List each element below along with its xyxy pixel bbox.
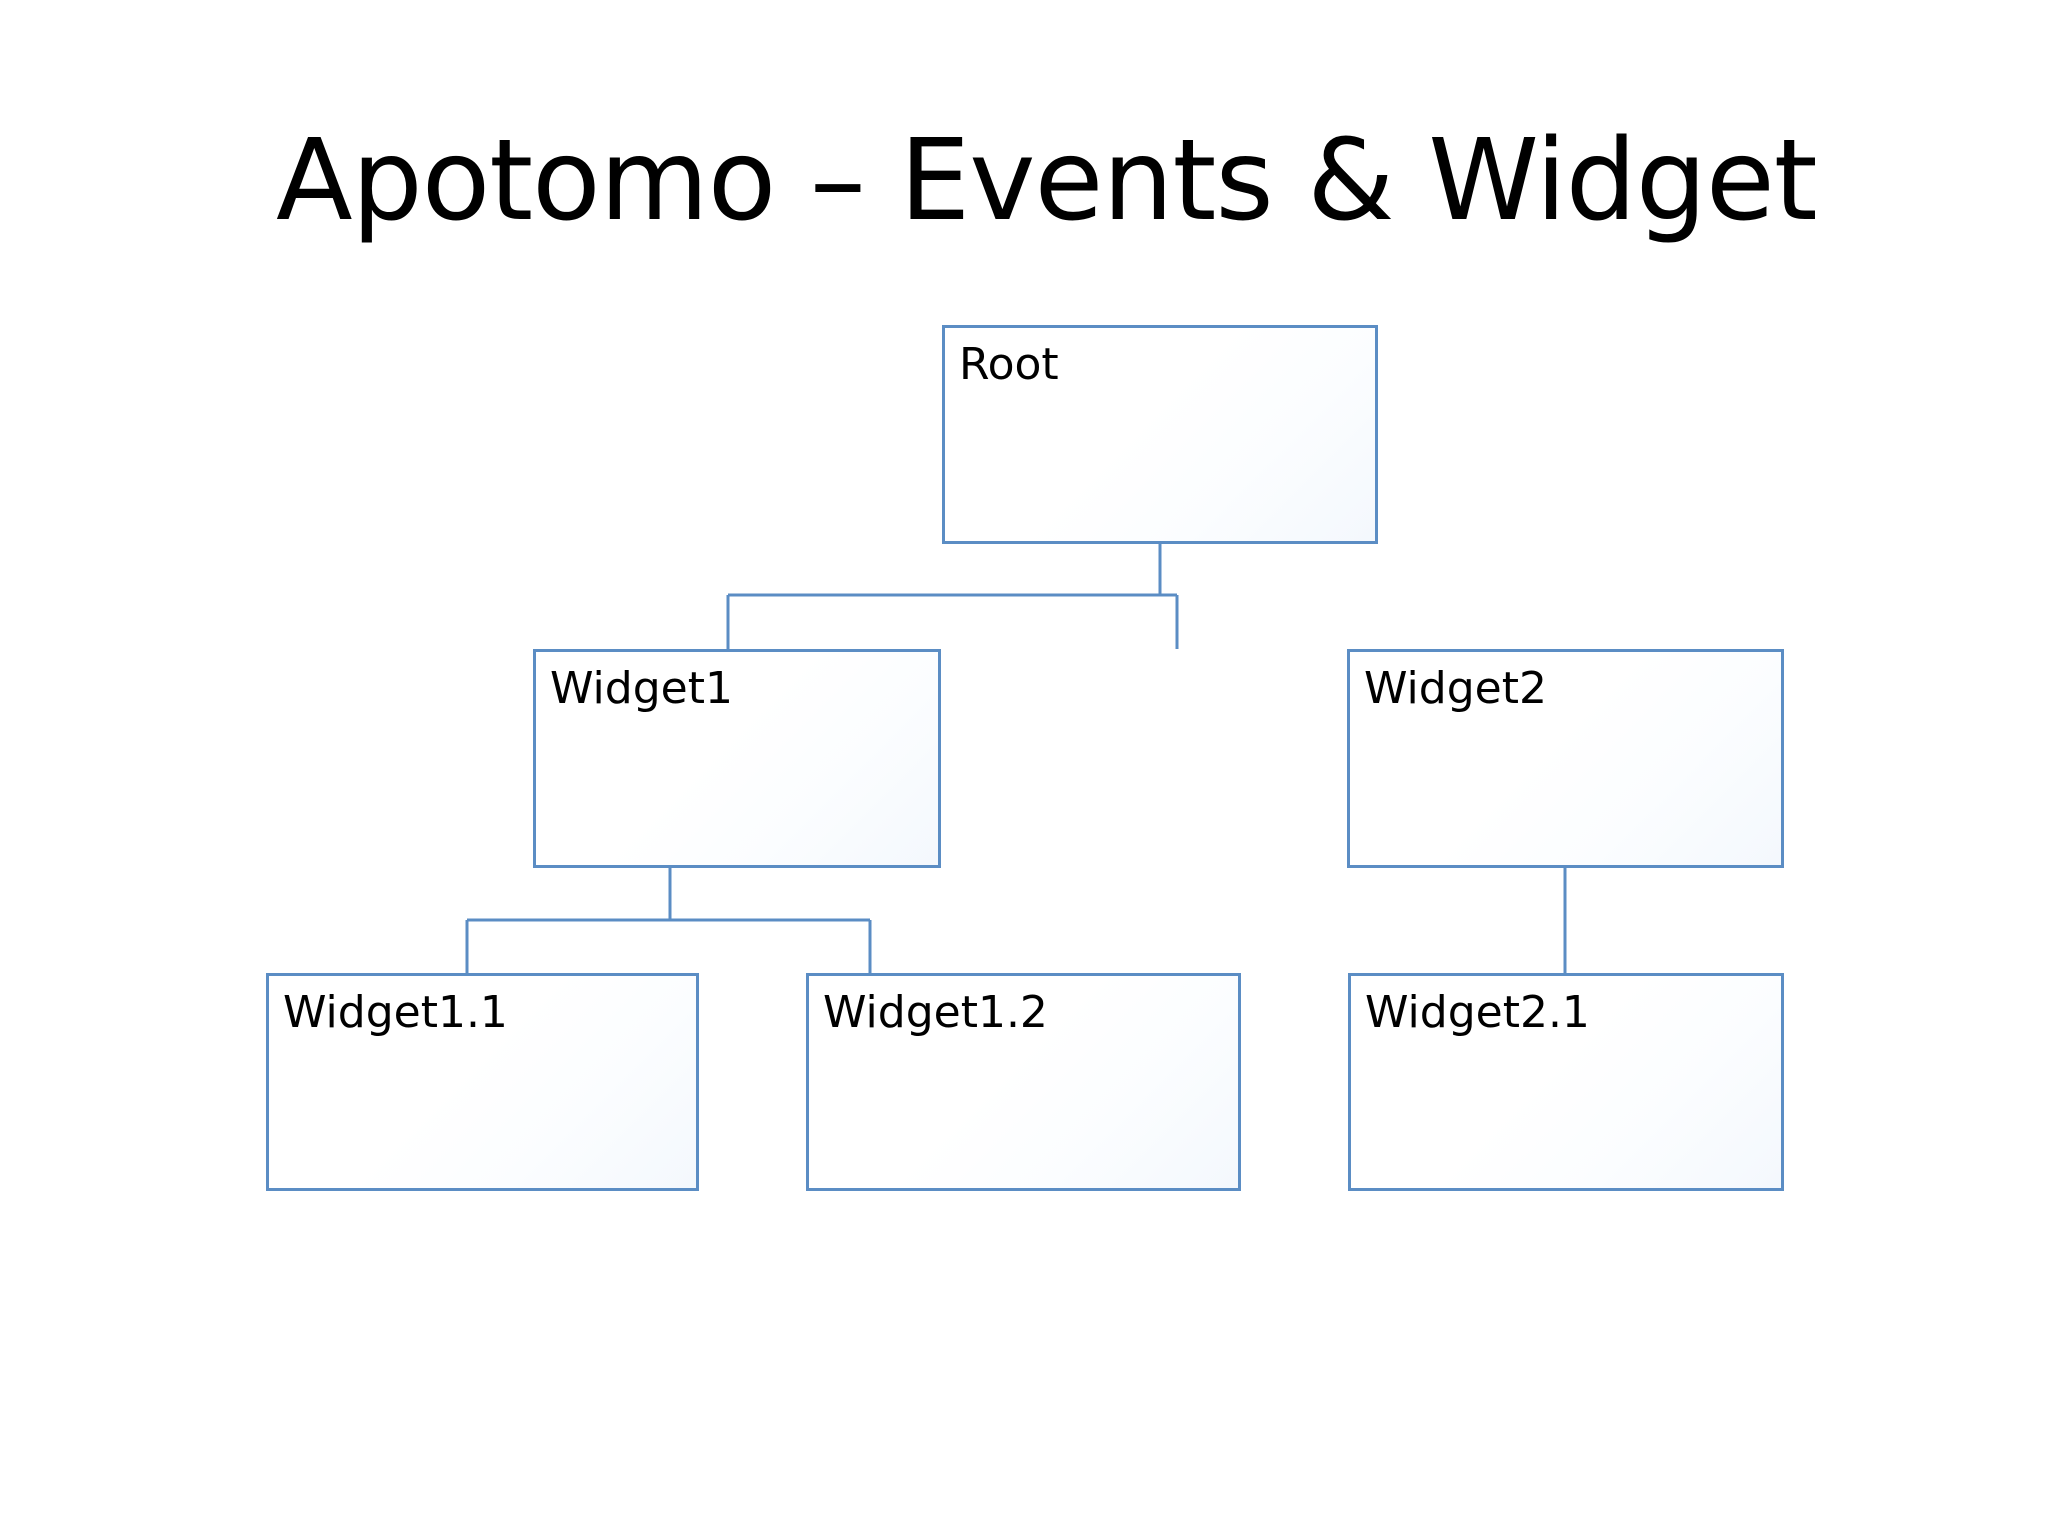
page-title: Apotomo – Events & Widget bbox=[276, 116, 1818, 247]
node-widget1-1[interactable]: Widget1.1 bbox=[266, 973, 699, 1191]
node-widget1-1-label: Widget1.1 bbox=[283, 987, 508, 1038]
node-widget1-2-label: Widget1.2 bbox=[823, 987, 1048, 1038]
node-root-label: Root bbox=[959, 339, 1059, 390]
node-widget2-1-label: Widget2.1 bbox=[1365, 987, 1590, 1038]
node-widget1[interactable]: Widget1 bbox=[533, 649, 941, 868]
node-root[interactable]: Root bbox=[942, 325, 1378, 544]
node-widget1-label: Widget1 bbox=[550, 663, 733, 714]
node-widget2[interactable]: Widget2 bbox=[1347, 649, 1784, 868]
node-widget2-1[interactable]: Widget2.1 bbox=[1348, 973, 1784, 1191]
node-widget1-2[interactable]: Widget1.2 bbox=[806, 973, 1241, 1191]
node-widget2-label: Widget2 bbox=[1364, 663, 1547, 714]
